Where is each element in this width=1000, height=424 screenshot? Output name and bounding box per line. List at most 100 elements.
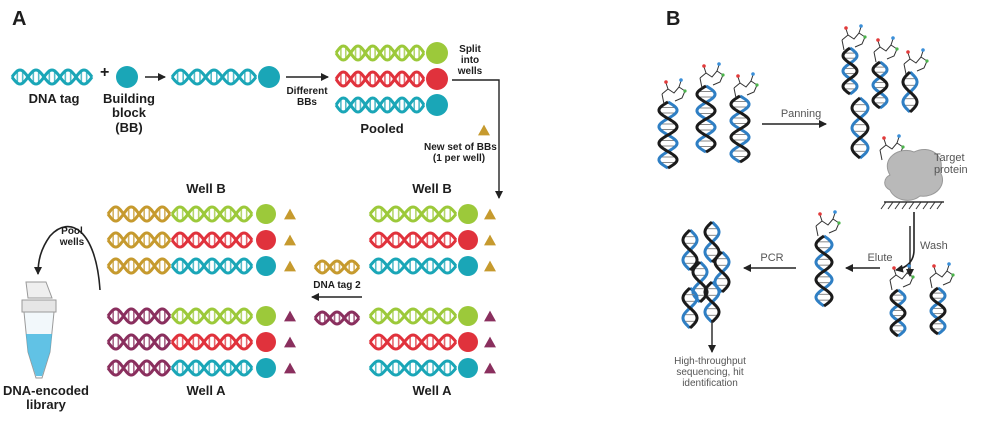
helix-strand-dark [901, 70, 919, 114]
helix-strand [170, 359, 254, 377]
well-a-right-bb-1 [458, 332, 478, 352]
helix-strand-dark [713, 250, 731, 294]
well-b-right-triangle-1 [484, 234, 496, 246]
molecule-atom-blue [859, 24, 863, 28]
well-a-right-bb-0 [458, 306, 478, 326]
molecule-bonds [733, 80, 758, 96]
molecule-bonds [903, 56, 928, 72]
pool-wells-label: Pool wells [59, 226, 85, 248]
well-b-left-bb-0 [256, 204, 276, 224]
well-b-left-tag2-helix-1 [106, 231, 172, 249]
well-a-right-title: Well A [412, 383, 452, 398]
helix-strand-blue [929, 286, 947, 336]
well-b-right-triangle-2 [484, 260, 496, 272]
library-label: DNA-encoded library [3, 383, 89, 413]
sequencing-label: High-throughput sequencing, hit identifi… [674, 356, 746, 389]
helix-strand [368, 307, 458, 325]
well-a-right-bb-2 [458, 358, 478, 378]
helix-strand-dark [841, 46, 859, 96]
pooled-bb-circle-2 [426, 94, 448, 116]
helix-strand [368, 333, 458, 351]
well-b-left-tag2-helix-0 [106, 205, 172, 223]
well-b-left-bb-2 [256, 256, 276, 276]
well-a-left-tag2-helix-2 [106, 359, 172, 377]
tube-lid [25, 281, 53, 299]
unbound-helix-0 [841, 46, 859, 96]
building-block-label: Building block (BB) [103, 91, 155, 135]
molecule-atom-red [736, 74, 740, 78]
helix-strand [313, 259, 361, 275]
molecule-branch [703, 64, 720, 74]
molecule-atom-red [818, 212, 822, 216]
amplified-helix-0 [681, 228, 699, 272]
unbound-helix-2 [901, 70, 919, 114]
bound-helix [850, 96, 870, 160]
surface-hatch [901, 201, 908, 210]
dna-tag-helix [10, 68, 94, 86]
eluted-molecule [815, 210, 841, 237]
helix-strand [170, 205, 254, 223]
library-helix-1 [695, 84, 717, 154]
panel-b-letter: B [666, 8, 681, 30]
surface-hatch [894, 201, 901, 210]
molecule-atom-green [863, 35, 867, 39]
helix-strand [170, 307, 254, 325]
molecule-atom-green [755, 83, 759, 87]
molecule-atom-red [906, 50, 910, 54]
unbound-molecule-0 [841, 24, 867, 51]
well-b-right-helix-2 [368, 257, 458, 275]
helix-strand-dark [929, 286, 947, 336]
helix-strand [170, 231, 254, 249]
helix-strand-dark [657, 100, 679, 170]
split-into-wells-label: Split into wells [457, 44, 483, 77]
well-b-left-helix-1 [170, 231, 254, 249]
molecule-branch [665, 80, 682, 90]
molecule-branch [819, 212, 836, 222]
unbound-molecule-1 [873, 36, 899, 63]
molecule-atom-green [925, 59, 929, 63]
molecule-atom-red [882, 136, 886, 140]
helix-strand [313, 310, 361, 326]
helix-strand [313, 259, 361, 275]
dna-tag-2-purple-helix [313, 310, 361, 326]
helix-strand [368, 231, 458, 249]
well-a-left-title: Well A [186, 383, 226, 398]
helix-strand [368, 231, 458, 249]
molecule-atom-green [895, 47, 899, 51]
helix-strand [170, 359, 254, 377]
molecule-branch [737, 74, 754, 84]
molecule-atom-red [844, 26, 848, 30]
molecule-bonds [699, 70, 724, 86]
well-b-left-title: Well B [186, 181, 226, 196]
molecule-atom-green [721, 73, 725, 77]
well-b-left-helix-0 [170, 205, 254, 223]
molecule-linker [873, 51, 877, 63]
molecule-linker [733, 87, 737, 99]
target-protein-label: Target protein [934, 152, 968, 177]
library-helix-2 [729, 94, 751, 164]
well-a-left-tag2-helix-1 [106, 333, 172, 351]
well-a-left-triangle-0 [284, 310, 296, 322]
building-block-circle [116, 66, 138, 88]
washed-helix-1 [929, 286, 947, 336]
molecule-atom-red [876, 38, 880, 42]
helix-strand-blue [841, 46, 859, 96]
molecule-branch [845, 26, 862, 36]
molecule-atom-red [702, 64, 706, 68]
molecule-atom-green [951, 273, 955, 277]
well-b-right-helix-0 [368, 205, 458, 223]
dna-tag-2-label: DNA tag 2 [313, 280, 361, 291]
washed-helix-0 [889, 288, 907, 338]
new-set-label: New set of BBs (1 per well) [424, 142, 497, 164]
target-protein-blob [884, 149, 943, 201]
new-bb-triangle [478, 124, 490, 136]
molecule-branch [883, 136, 900, 146]
helix-strand-dark [850, 96, 870, 160]
helix-strand [106, 359, 172, 377]
molecule-atom-blue [921, 48, 925, 52]
library-tube [21, 281, 57, 379]
helix-strand [368, 205, 458, 223]
helix-strand-dark [695, 84, 717, 154]
molecule-atom-blue [907, 264, 911, 268]
